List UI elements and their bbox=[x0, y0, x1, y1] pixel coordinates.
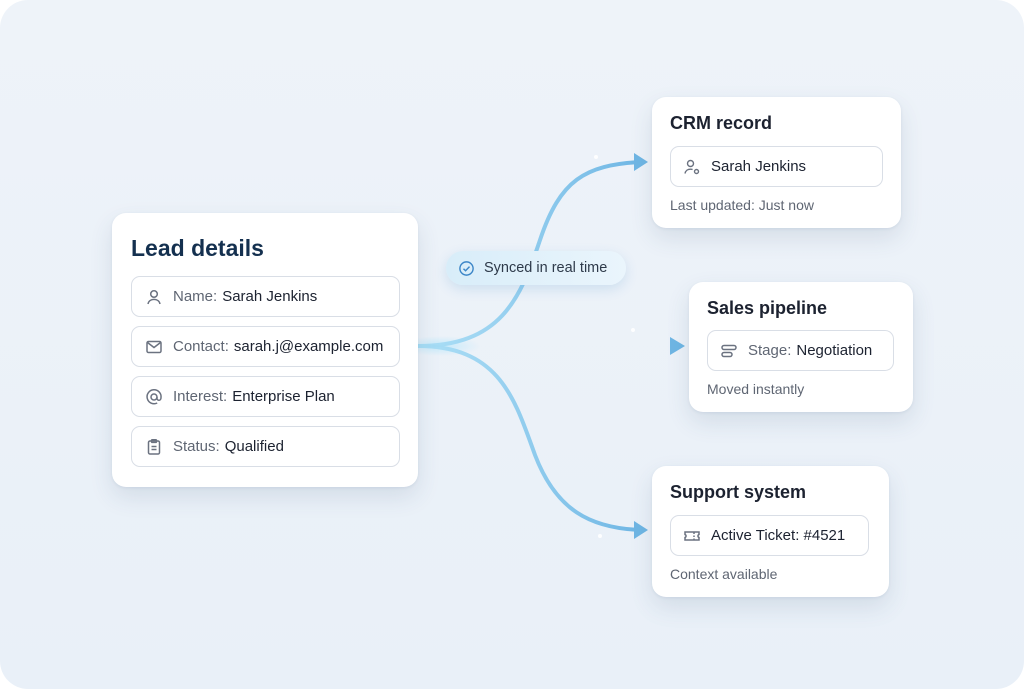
check-circle-icon bbox=[458, 260, 475, 277]
lead-contact-key: Contact: bbox=[173, 338, 229, 355]
user-settings-icon bbox=[683, 158, 701, 176]
lead-status-field[interactable]: Status: Qualified bbox=[131, 426, 400, 467]
lead-name-field[interactable]: Name: Sarah Jenkins bbox=[131, 276, 400, 317]
sales-stage-key: Stage: bbox=[748, 342, 792, 359]
ticket-icon bbox=[683, 527, 701, 545]
support-ticket-value: Active Ticket: #4521 bbox=[711, 527, 846, 544]
support-system-card: Support system Active Ticket: #4521 Cont… bbox=[652, 466, 889, 597]
connector-to-crm bbox=[416, 160, 642, 348]
sales-stage-field[interactable]: Stage: Negotiation bbox=[707, 330, 894, 371]
user-icon bbox=[145, 288, 163, 306]
sales-pipeline-title: Sales pipeline bbox=[707, 298, 828, 318]
crm-last-updated: Last updated: Just now bbox=[670, 197, 814, 213]
lead-status-key: Status: bbox=[173, 438, 220, 455]
support-system-title: Support system bbox=[670, 482, 807, 502]
support-ticket-field[interactable]: Active Ticket: #4521 bbox=[670, 515, 869, 556]
sales-moved-note: Moved instantly bbox=[707, 381, 805, 397]
sync-status-label: Synced in real time bbox=[484, 260, 608, 276]
crm-record-card: CRM record Sarah Jenkins Last updated: J… bbox=[652, 97, 901, 228]
sales-stage-value: Negotiation bbox=[796, 342, 873, 359]
lead-details-title: Lead details bbox=[131, 235, 264, 261]
connector-to-support bbox=[416, 344, 642, 532]
lead-name-value: Sarah Jenkins bbox=[222, 288, 318, 305]
arrow-to-sales bbox=[670, 337, 685, 355]
crm-contact-value: Sarah Jenkins bbox=[711, 158, 807, 175]
lead-contact-field[interactable]: Contact: sarah.j@example.com bbox=[131, 326, 400, 367]
crm-contact-field[interactable]: Sarah Jenkins bbox=[670, 146, 883, 187]
lead-interest-key: Interest: bbox=[173, 388, 228, 405]
lead-contact-value: sarah.j@example.com bbox=[233, 338, 384, 355]
support-context-note: Context available bbox=[670, 566, 778, 582]
at-sign-icon bbox=[145, 388, 163, 406]
lead-interest-field[interactable]: Interest: Enterprise Plan bbox=[131, 376, 400, 417]
crm-record-title: CRM record bbox=[670, 113, 773, 133]
sync-status-badge: Synced in real time bbox=[446, 251, 626, 285]
lead-status-value: Qualified bbox=[224, 438, 284, 455]
lead-name-key: Name: bbox=[173, 288, 218, 305]
clipboard-icon bbox=[145, 438, 163, 456]
mail-icon bbox=[145, 338, 163, 356]
lead-details-card: Lead details Name: Sarah Jenkins Contact… bbox=[112, 213, 418, 487]
lead-interest-value: Enterprise Plan bbox=[232, 388, 335, 405]
pipeline-stages-icon bbox=[720, 342, 738, 360]
sales-pipeline-card: Sales pipeline Stage: Negotiation Moved … bbox=[689, 282, 913, 412]
arrow-to-crm bbox=[634, 153, 648, 171]
arrow-to-support bbox=[634, 521, 648, 539]
